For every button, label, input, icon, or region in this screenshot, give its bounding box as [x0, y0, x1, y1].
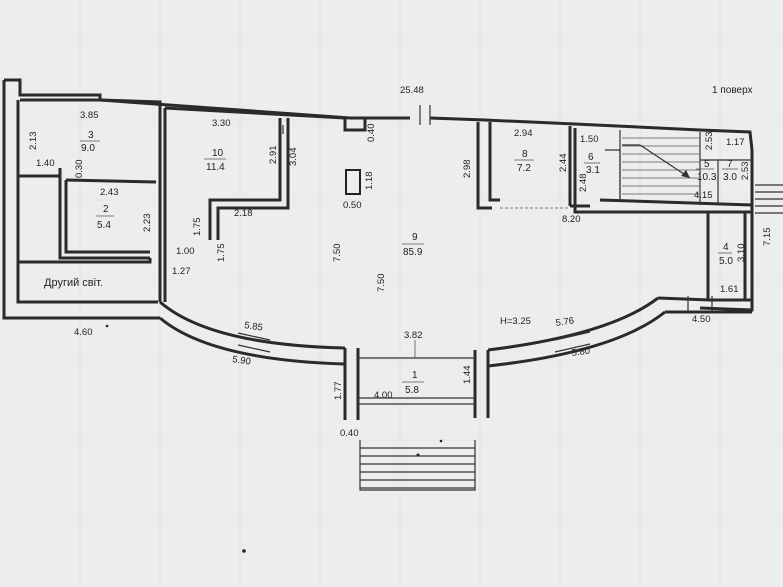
room-3-number: 3: [88, 130, 94, 141]
dim-5-85: 5.85: [244, 320, 264, 333]
dim-3-10: 3.10: [736, 244, 747, 263]
dim-5-80: 5.80: [571, 346, 591, 359]
room-9-area: 85.9: [403, 247, 423, 258]
height-note: H=3.25: [500, 316, 531, 327]
dim-3-04: 3.04: [288, 148, 299, 167]
room-2-area: 5.4: [97, 220, 111, 231]
dim-7-50b: 7.50: [376, 274, 387, 293]
dim-8-20: 8.20: [562, 214, 581, 225]
left-rooms: [16, 98, 162, 302]
room-1-area: 5.8: [405, 385, 419, 396]
room-10-area: 11.4: [206, 162, 225, 173]
room-4-area: 5.0: [719, 256, 733, 267]
room-5-number: 5: [704, 159, 710, 170]
dim-1-17: 1.17: [726, 137, 745, 148]
dim-7-15: 7.15: [762, 228, 773, 247]
dim-1-00: 1.00: [176, 246, 195, 257]
room-labels: 1 5.8 2 5.4 3 9.0 4 5.0 5 10.3 6 3.1 7 3…: [80, 130, 738, 396]
dim-1-75b: 1.75: [216, 244, 227, 263]
room-1-number: 1: [412, 370, 418, 381]
floor-label: 1 поверх: [712, 85, 753, 96]
top-wall-notch: [343, 105, 431, 132]
column-pillar: [345, 169, 361, 195]
dim-0-50: 0.50: [343, 200, 362, 211]
room-8-walls: [476, 122, 590, 210]
room-3-area: 9.0: [81, 143, 95, 154]
dim-4-60: 4.60: [74, 327, 93, 338]
room-5-area: 10.3: [697, 172, 717, 183]
curved-front-wall: [159, 296, 752, 368]
dimension-labels: 25.48 3.85 2.13 1.40 0.30 2.43 2.23 1.00…: [28, 85, 773, 439]
dim-4-15: 4.15: [694, 190, 713, 201]
dim-1-61: 1.61: [720, 284, 739, 295]
dim-2-43: 2.43: [100, 187, 119, 198]
dim-1-44: 1.44: [462, 366, 473, 385]
dim-2-98: 2.98: [462, 160, 473, 179]
room-4-number: 4: [723, 242, 729, 253]
dim-2-53b: 2.53: [740, 162, 751, 181]
dim-5-90: 5.90: [232, 354, 252, 367]
dim-3-82: 3.82: [404, 330, 423, 341]
dim-0-30: 0.30: [74, 160, 85, 179]
outer-walls: [2, 78, 754, 320]
dim-2-18: 2.18: [234, 208, 253, 219]
dim-2-13: 2.13: [28, 132, 39, 151]
dim-5-76: 5.76: [555, 316, 575, 329]
room-8-area: 7.2: [517, 163, 531, 174]
room-2-number: 2: [103, 204, 109, 215]
room-7-number: 7: [727, 159, 733, 170]
dim-3-30: 3.30: [212, 118, 231, 129]
dim-25-48: 25.48: [400, 85, 424, 96]
dim-2-94: 2.94: [514, 128, 533, 139]
dim-2-91: 2.91: [268, 146, 279, 165]
stair-block: [573, 128, 783, 214]
room-9-number: 9: [412, 232, 418, 243]
room-6-number: 6: [588, 152, 594, 163]
room-10-walls: [163, 106, 346, 302]
dim-2-48: 2.48: [578, 174, 589, 193]
dim-2-53a: 2.53: [704, 132, 715, 151]
dim-1-40: 1.40: [36, 158, 55, 169]
dim-1-50: 1.50: [580, 134, 599, 145]
dim-0-40bot: 0.40: [340, 428, 359, 439]
dim-1-18: 1.18: [364, 172, 375, 191]
room-10-number: 10: [212, 148, 224, 159]
dim-4-50: 4.50: [692, 314, 711, 325]
dim-0-40top: 0.40: [366, 124, 377, 143]
room-4-walls: [706, 212, 747, 300]
dim-2-44: 2.44: [558, 154, 569, 173]
misc-marks: [105, 324, 443, 553]
second-light-label: Другий світ.: [44, 277, 103, 289]
dim-4-00: 4.00: [374, 390, 393, 401]
dim-1-27: 1.27: [172, 266, 191, 277]
dim-1-77: 1.77: [333, 382, 344, 401]
dim-2-23: 2.23: [142, 214, 153, 233]
dim-7-50a: 7.50: [332, 244, 343, 263]
room-7-area: 3.0: [723, 172, 737, 183]
entrance-vestibule: [343, 340, 490, 420]
dim-1-75a: 1.75: [192, 218, 203, 237]
room-8-number: 8: [522, 149, 528, 160]
dim-3-85: 3.85: [80, 110, 99, 121]
room-6-area: 3.1: [586, 165, 600, 176]
